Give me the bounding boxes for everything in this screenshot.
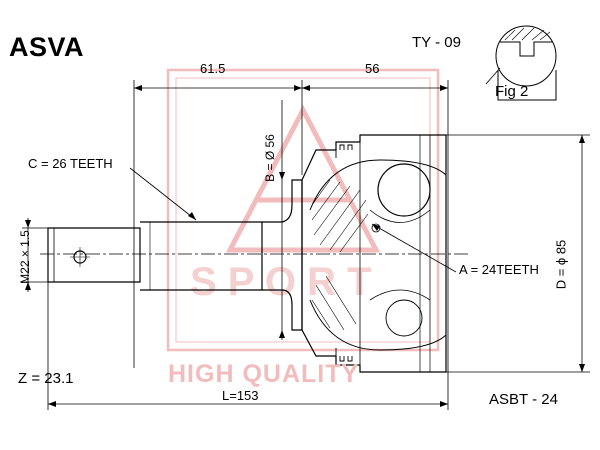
total-length-label: L=153 [222,388,259,403]
threaded-stub [47,227,141,283]
leader-a-teeth [371,223,457,273]
figure-label: Fig 2 [495,83,529,100]
fig2-label-box [497,70,557,101]
leader-c-teeth [129,167,197,221]
brand-logo: ASVA [9,32,85,62]
z-value-label: Z = 23.1 [18,370,74,387]
watermark-logo: S P O R T [166,68,440,352]
dimension-left-length: 61.5 [200,61,226,76]
fig2-detail-circle [495,25,557,87]
shaft-bore-label: B = Ø 56 [262,134,277,182]
watermark-sport-text: S P O R T [190,260,372,304]
model-code: TY - 09 [412,34,461,51]
outer-diameter-label: D = ϕ 85 [553,239,569,290]
inner-teeth-label: A = 24TEETH [459,262,539,277]
ball-lower [385,299,423,337]
shaft [140,221,263,291]
outer-teeth-label: C = 26 TEETH [28,156,113,171]
section-hatch [311,179,369,331]
part-number: ASBT - 24 [489,391,558,408]
ball-upper [377,163,431,217]
watermark-text: HIGH QUALITY [168,360,360,388]
dimension-right-length: 56 [365,61,380,76]
thread-label: M22 × 1.5 [17,230,32,284]
